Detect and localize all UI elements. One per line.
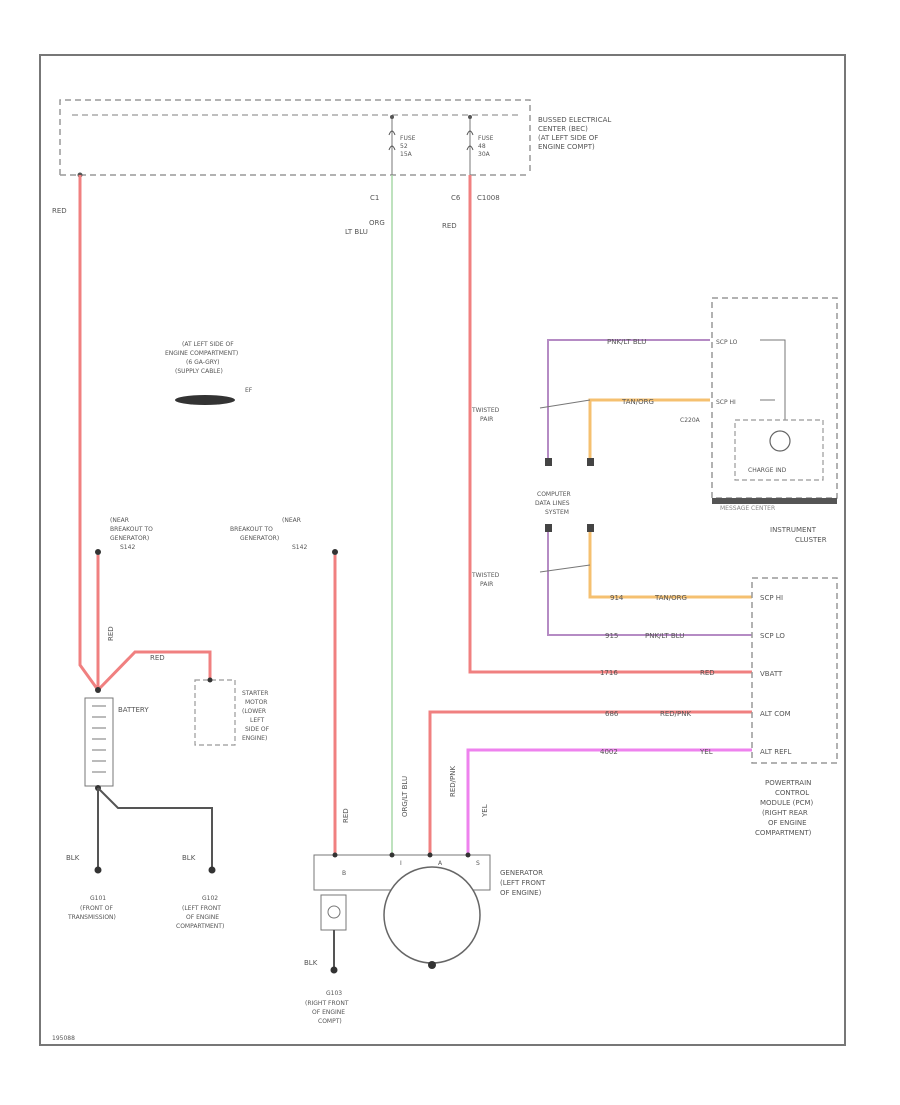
alt-refl-wire [466, 748, 752, 855]
message-center-label: MESSAGE CENTER [720, 505, 775, 512]
splice-s142-right [332, 549, 338, 555]
wire-label-tan-org-b: TAN/ORG [654, 594, 687, 602]
cluster-pin-scp-lo: SCP LO [716, 339, 738, 346]
generator: B I A S [313, 852, 491, 974]
circuit-code-915: 915 [605, 632, 618, 640]
gen-term-s-label: A [438, 860, 443, 867]
supply-cable-tag: EF [245, 387, 253, 394]
instrument-cluster: SCP LO SCP HI C220A CHARGE IND MESSAGE C… [680, 297, 838, 544]
battery [84, 687, 114, 791]
cluster-conn-label: C220A [680, 417, 701, 424]
ground-g101-id: G101 [90, 895, 106, 902]
wire-label-pnk-ltblu-b: PNK/LT BLU [645, 632, 684, 640]
wire-label-blk-b: BLK [182, 854, 196, 862]
supply-cable-symbol [175, 395, 235, 405]
cluster-pin-scp-hi: SCP HI [716, 399, 736, 406]
circuit-code-914: 914 [610, 594, 624, 602]
diagram-frame [39, 54, 846, 1046]
battery-label: BATTERY [118, 706, 149, 714]
pcm-pin-scp-lo: SCP LO [760, 632, 785, 640]
wire-label-red-a: RED [52, 207, 67, 215]
ground-wire-g102 [97, 787, 213, 868]
charge-ind-label: CHARGE IND [748, 467, 787, 474]
starter-motor [194, 679, 236, 746]
message-center-bar [712, 498, 837, 504]
battery-feed-wire [78, 175, 100, 691]
pcm-module: SCP HI SCP LO VBATT ALT COM ALT REFL POW… [751, 577, 838, 837]
gen-term-b-label: S [476, 860, 480, 867]
circuit-code-4002: 4002 [600, 748, 618, 756]
ground-point-g101 [94, 866, 102, 874]
footer-code: 195088 [52, 1035, 75, 1042]
wire-label-red-b: RED [442, 222, 457, 230]
wire-label-yel-b: YEL [481, 804, 489, 818]
fuse48-to-pcm-wire [468, 175, 752, 674]
ground-point-g102 [208, 866, 216, 874]
wire-label-blk-c: BLK [304, 959, 318, 967]
scp-lo-cluster-wire [547, 339, 710, 460]
charge-indicator-lamp [769, 430, 791, 452]
conn-c1008-label: C1008 [477, 194, 500, 202]
wire-label-red-c: RED [107, 626, 115, 641]
wire-label-red-e: RED [342, 808, 350, 823]
wire-label-blk-a: BLK [66, 854, 80, 862]
wire-label-red-d: RED [150, 654, 165, 662]
battery-to-starter-wire [96, 650, 212, 692]
ground-g103-id: G103 [326, 990, 342, 997]
gen-term-a-label: B [342, 870, 346, 877]
pcm-pin-vbatt: VBATT [760, 670, 783, 678]
wire-label-red-pnk-a: RED/PNK [660, 710, 691, 718]
conn-c1-label: C1 [370, 194, 379, 202]
data-line-pins [545, 458, 594, 532]
scp-lo-pcm-wire [547, 530, 752, 636]
ground-g102-id: G102 [202, 895, 218, 902]
alt-com-wire [428, 710, 752, 855]
pcm-pin-alt-com: ALT COM [760, 710, 791, 718]
wire-label-tan-org-a: TAN/ORG [621, 398, 654, 406]
wire-label-org-ltblu-gen: ORG/LT BLU [401, 776, 409, 817]
conn-c6-label: C6 [451, 194, 461, 202]
wire-label-pnk-ltblu-a: PNK/LT BLU [607, 338, 646, 346]
wire-label-red-pnk-b: RED/PNK [449, 766, 457, 797]
pcm-pin-scp-hi: SCP HI [760, 594, 783, 602]
gen-term-i-label: I [400, 860, 402, 867]
scp-hi-cluster-wire [588, 398, 710, 460]
pcm-pin-alt-refl: ALT REFL [760, 748, 792, 756]
scp-hi-pcm-wire [588, 530, 752, 599]
wire-label-yel-a: YEL [699, 748, 713, 756]
circuit-code-686: 686 [605, 710, 619, 718]
circuit-code-1716: 1716 [600, 669, 618, 677]
wire-label-red-f: RED [700, 669, 715, 677]
splice-s142-left [95, 549, 101, 555]
